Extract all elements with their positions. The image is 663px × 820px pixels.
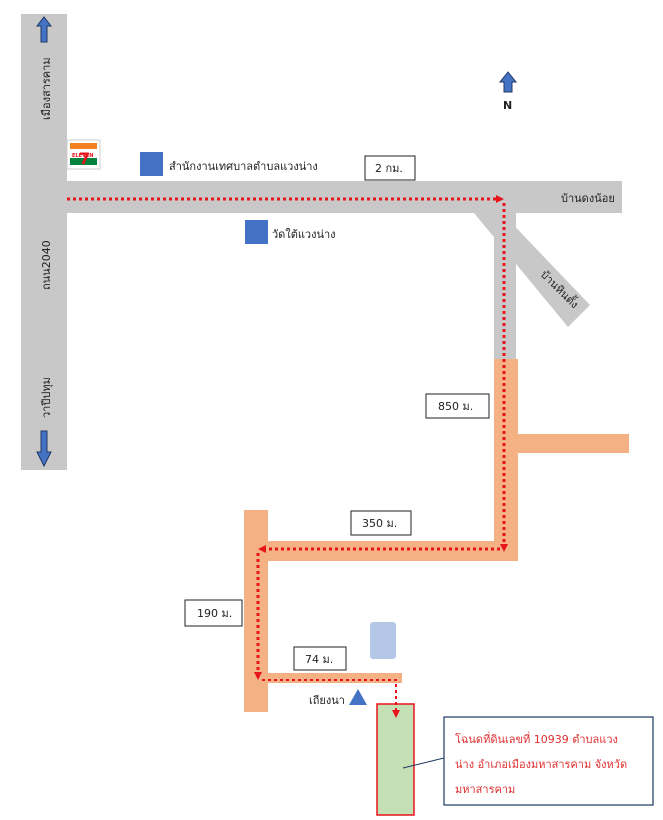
distance-label-850m: 850 ม. bbox=[438, 400, 473, 413]
road-label-bottom: วาปีปทุม bbox=[40, 377, 53, 418]
road-label-top: เมืองสารคาม bbox=[40, 57, 53, 120]
hut-triangle-icon bbox=[349, 689, 367, 705]
callout-line bbox=[402, 757, 445, 769]
municipal-office-icon bbox=[140, 152, 163, 176]
route-path bbox=[67, 195, 508, 718]
distance-label-2km: 2 กม. bbox=[375, 162, 403, 175]
local-road-east-branch bbox=[518, 434, 629, 453]
seven-eleven-logo: 7 ELEVEN bbox=[66, 139, 101, 170]
note-line-3: มหาสารคาม bbox=[455, 783, 515, 796]
note-line-1: โฉนดที่ดินเลขที่ 10939 ตำบลแวง bbox=[455, 731, 618, 746]
arrow-down-icon bbox=[36, 430, 52, 468]
local-road-190m bbox=[244, 510, 268, 712]
seven-eleven-text: ELEVEN bbox=[72, 153, 94, 159]
local-road-850m bbox=[494, 359, 518, 561]
highway-2040-road bbox=[21, 14, 67, 470]
east-road bbox=[67, 181, 622, 213]
distance-box-2km bbox=[364, 155, 416, 181]
distance-label-350m: 350 ม. bbox=[362, 517, 397, 530]
note-box bbox=[443, 716, 654, 806]
note-line-2: น่าง อำเภอเมืองมหาสารคาม จังหวัด bbox=[455, 758, 627, 771]
road-label-east: บ้านดงน้อย bbox=[561, 192, 615, 205]
building-light-icon bbox=[370, 622, 396, 659]
distance-box-350m bbox=[350, 510, 412, 536]
distance-box-850m bbox=[425, 393, 490, 419]
north-arrow-icon bbox=[498, 71, 518, 93]
arrow-up-icon bbox=[35, 16, 53, 43]
municipal-office-label: สำนักงานเทศบาลตำบลแวงน่าง bbox=[169, 160, 318, 173]
temple-icon bbox=[245, 220, 268, 244]
distance-box-190m bbox=[184, 599, 243, 627]
temple-label: วัดใต้แวงน่าง bbox=[272, 228, 336, 241]
north-label: N bbox=[503, 99, 512, 112]
local-road-74m bbox=[268, 673, 402, 683]
local-road-350m bbox=[256, 541, 518, 561]
hut-label: เถียงนา bbox=[309, 694, 345, 707]
distance-box-74m bbox=[293, 646, 347, 671]
south-connector-road bbox=[494, 213, 516, 359]
road-label-middle: ถนน2040 bbox=[40, 240, 53, 290]
distance-label-190m: 190 ม. bbox=[197, 607, 232, 620]
land-parcel bbox=[376, 703, 415, 816]
seven-eleven-number: 7 bbox=[79, 149, 90, 168]
distance-label-74m: 74 ม. bbox=[305, 653, 333, 666]
